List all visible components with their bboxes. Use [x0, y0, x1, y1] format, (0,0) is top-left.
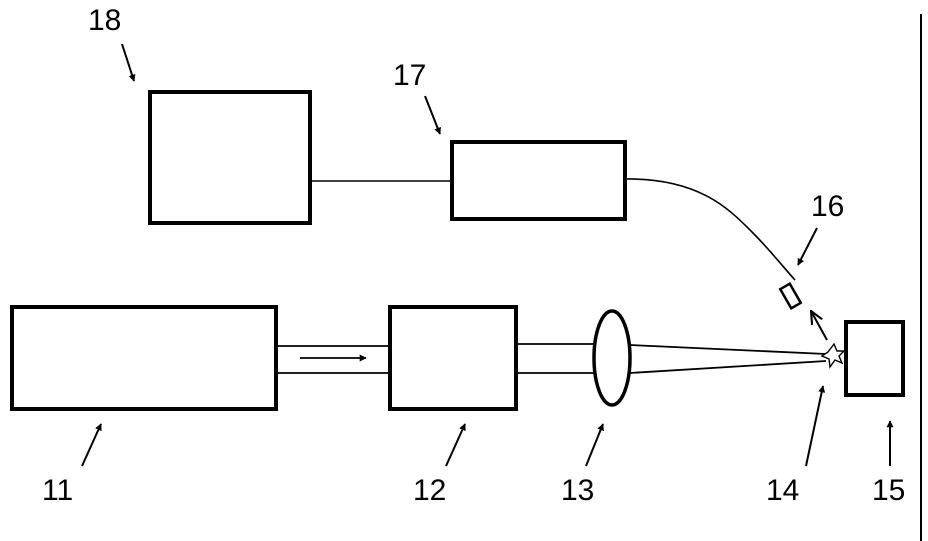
emission-arrow: [811, 311, 828, 341]
component-17-box: [450, 140, 627, 221]
label-14: 14: [766, 474, 799, 507]
component-15-box: [844, 320, 905, 397]
component-16-probe: [778, 282, 803, 310]
leader-arrow-12: [445, 423, 466, 467]
label-15: 15: [872, 474, 905, 507]
label-13: 13: [561, 474, 594, 507]
focus-beam-bottom: [629, 360, 827, 374]
leader-arrow-13: [585, 423, 604, 467]
label-17: 17: [393, 59, 426, 92]
component-13-lens: [592, 309, 632, 407]
leader-arrow-11: [81, 423, 102, 467]
leader-arrow-14: [805, 385, 826, 467]
component-12-box: [388, 305, 518, 411]
component-14-spark: [820, 342, 846, 369]
component-11-box: [10, 305, 278, 411]
label-16: 16: [811, 190, 844, 223]
label-12: 12: [413, 474, 446, 507]
label-11: 11: [42, 474, 73, 507]
focus-beam-top: [629, 344, 827, 355]
fiber-17-to-16: [624, 178, 796, 281]
component-18-box: [148, 90, 312, 225]
label-18: 18: [88, 4, 121, 37]
leader-arrow-18: [121, 43, 136, 82]
leader-arrow-17: [424, 95, 441, 135]
leader-arrow-16: [797, 227, 818, 266]
